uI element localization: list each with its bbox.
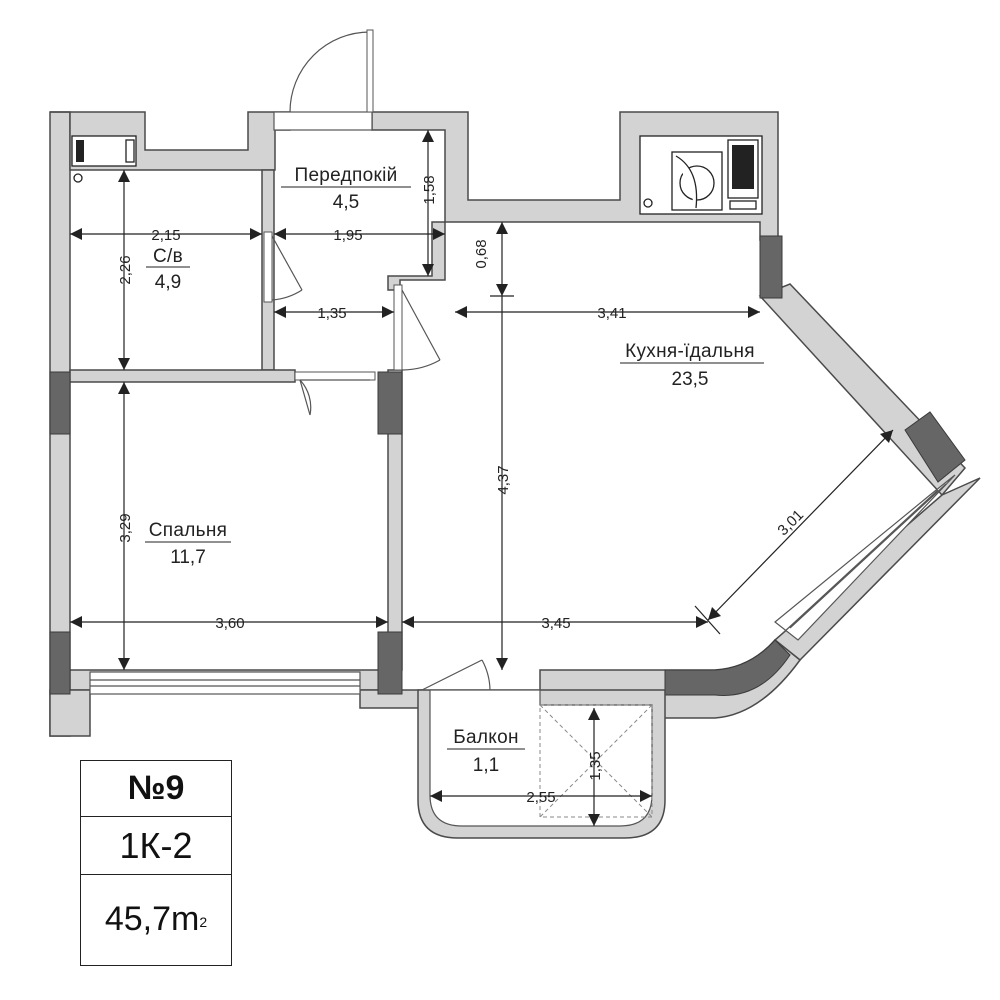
balcony [417, 689, 666, 839]
dim-balcony-height: 1,35 [587, 751, 604, 780]
bathroom-area: 4,9 [155, 272, 181, 293]
dim-line-kitchen-diagonal [707, 429, 894, 621]
dim-hall-lower-width: 1,35 [317, 305, 346, 322]
kitchen-area: 23,5 [672, 369, 709, 390]
hallway-area: 4,5 [333, 192, 359, 213]
entrance-door-swing [289, 31, 371, 113]
doors [263, 29, 491, 691]
balcony-floor [429, 689, 653, 827]
bath-bedroom-wall [69, 369, 296, 383]
dim-kitchen-diagonal: 3,01 [774, 506, 807, 539]
entrance-opening [273, 111, 373, 131]
bedroom-name: Спальня [149, 520, 227, 541]
bathroom-name: С/в [153, 246, 183, 267]
pillar-corner [904, 411, 966, 483]
dim-kitchen-width: 3,41 [597, 305, 626, 322]
dim-bath-height: 2,26 [117, 255, 134, 284]
bath-door-frame [263, 231, 273, 303]
dim-kitchen-niche: 0,68 [473, 239, 490, 268]
room-labels: Передпокій 4,5 С/в 4,9 Спальня 11,7 Кухн… [145, 165, 764, 776]
walls [49, 111, 981, 737]
pillar-kitchen-right [759, 235, 783, 299]
apartment-number: №9 [81, 761, 231, 817]
dim-hall-width: 1,95 [333, 227, 362, 244]
dim-kitchen-height: 4,37 [495, 465, 512, 494]
kitchen-door-frame [393, 284, 403, 371]
dim-kitchen-bottom-width: 3,45 [541, 615, 570, 632]
balcony-name: Балкон [453, 727, 519, 748]
dim-bath-width: 2,15 [151, 227, 180, 244]
pillar-left-mid [49, 371, 71, 435]
windows [89, 111, 956, 695]
drain-icon [73, 173, 83, 183]
balcony-area: 1,1 [473, 755, 499, 776]
bedroom-door-frame [294, 371, 376, 381]
pillar-left-bottom [49, 631, 71, 695]
hallway-name: Передпокій [294, 165, 397, 186]
pillar-mid-top [377, 371, 403, 435]
pillar-mid-bottom [377, 631, 403, 695]
sink-icon [643, 198, 653, 208]
dim-balcony-width: 2,55 [526, 789, 555, 806]
dim-bedroom-width: 3,60 [215, 615, 244, 632]
pillars [49, 235, 966, 696]
dimension-lines [70, 130, 894, 826]
entrance-door-leaf [366, 29, 374, 113]
dim-bedroom-height: 3,29 [117, 513, 134, 542]
apartment-area-value: 45,7m [104, 900, 200, 938]
apartment-area-unit: 2 [199, 913, 208, 930]
bottom-left-corner [49, 689, 91, 737]
bedroom-window [89, 671, 361, 695]
dim-hall-height: 1,58 [421, 175, 438, 204]
apartment-type: 1К-2 [81, 817, 231, 875]
pillar-curve [664, 639, 791, 696]
kitchen-name: Кухня-їдальня [625, 341, 755, 362]
fixtures [71, 135, 763, 215]
bedroom-area: 11,7 [170, 547, 206, 568]
